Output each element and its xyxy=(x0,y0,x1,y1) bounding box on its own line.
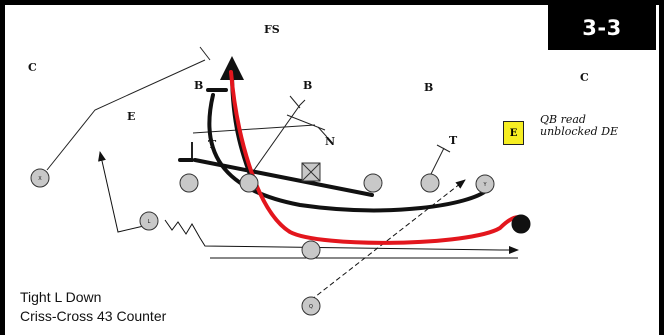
defender-n: N xyxy=(325,135,336,148)
lineman-left-guard xyxy=(239,173,259,193)
unblocked-de-letter: E xyxy=(509,127,518,139)
caption-line-2: Criss-Cross 43 Counter xyxy=(20,308,167,324)
block-tick-b xyxy=(289,95,301,109)
defender-c-left: C xyxy=(28,61,37,74)
player-l-letter: L xyxy=(148,219,151,225)
cornerback-read-line xyxy=(46,59,206,171)
lineman-right-guard xyxy=(363,173,383,193)
block-tick-n xyxy=(317,126,328,138)
defender-fs: FS xyxy=(264,23,280,36)
red-qb-route xyxy=(229,70,524,245)
skill-player-letters: X L Y Q xyxy=(38,176,487,310)
defender-t-right: T xyxy=(449,134,458,147)
block-tick-t xyxy=(436,144,451,153)
qb-read-note-line1: QB read xyxy=(540,113,586,126)
play-diagram-canvas xyxy=(5,5,659,335)
qb-read-note-line2: unblocked DE xyxy=(540,125,619,138)
safety-block-tick xyxy=(199,46,211,61)
defensive-reads xyxy=(46,46,451,183)
snap-point-marker xyxy=(511,214,531,234)
q-dashed-route xyxy=(310,179,466,301)
defender-b-right: B xyxy=(424,81,434,94)
l-back-route xyxy=(98,151,149,233)
motion-route xyxy=(164,219,519,254)
unblocked-de-box: E xyxy=(503,121,524,145)
play-number-badge: 3-3 xyxy=(548,5,656,50)
defender-b-middle: B xyxy=(303,79,313,92)
quarterback xyxy=(301,240,321,260)
offensive-line xyxy=(179,162,440,260)
defender-c-right: C xyxy=(580,71,589,84)
player-y-letter: Y xyxy=(482,182,487,188)
player-l xyxy=(139,211,159,231)
center-x-2 xyxy=(301,162,321,182)
red-route xyxy=(229,70,524,245)
player-y xyxy=(475,174,495,194)
qb-read-note: QB read unblocked DE xyxy=(540,114,618,138)
player-x-letter: X xyxy=(38,176,42,182)
defender-b-left: B xyxy=(194,79,204,92)
player-x xyxy=(30,168,50,188)
caption-line-1: Tight L Down xyxy=(20,289,102,305)
player-q xyxy=(301,296,321,316)
skill-players xyxy=(30,168,531,316)
lineman-right-tackle xyxy=(420,173,440,193)
player-q-letter: Q xyxy=(309,304,313,310)
counter-path-2 xyxy=(207,93,489,213)
lineman-left-tackle xyxy=(179,173,199,193)
linebacker-read-line xyxy=(192,124,316,134)
play-number: 3-3 xyxy=(582,15,622,40)
blocking-line-b xyxy=(246,99,306,181)
pass-routes xyxy=(98,151,519,301)
defender-t-left: T xyxy=(208,138,217,151)
defender-e-left: E xyxy=(127,110,136,123)
